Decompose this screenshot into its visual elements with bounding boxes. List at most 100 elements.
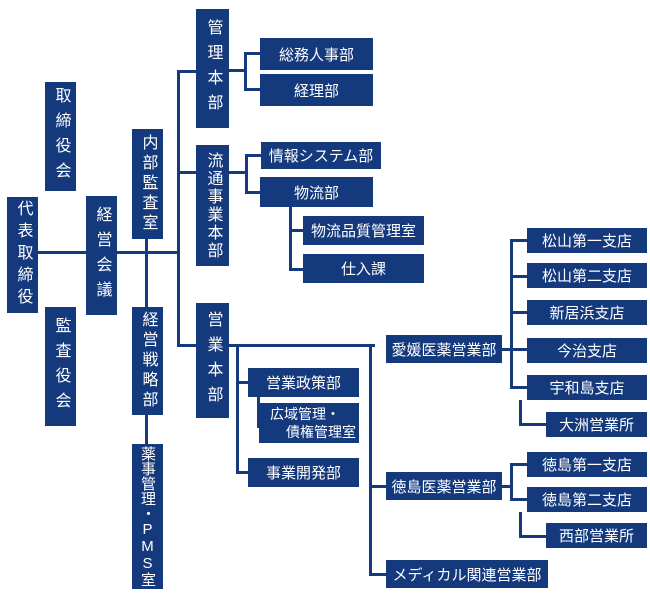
- node-matsuyama-1st-branch: 松山第一支店: [527, 228, 650, 257]
- node-accounting-dept: 経理部: [260, 74, 376, 110]
- node-label: 内部監査室: [139, 134, 157, 234]
- node-sales-policy-dept: 営業政策部: [248, 368, 362, 401]
- node-label: 仕入課: [340, 261, 386, 278]
- connector: [289, 268, 303, 271]
- node-label: 管理本部: [204, 18, 222, 119]
- node-label: 大洲営業所: [558, 417, 634, 434]
- connector: [244, 88, 260, 91]
- connector: [245, 154, 248, 194]
- node-label: 営業政策部: [265, 375, 341, 392]
- connector: [289, 207, 292, 271]
- node-management-meeting: 経営会議: [86, 196, 117, 315]
- node-label: 取締役会: [52, 86, 70, 187]
- connector: [519, 535, 546, 538]
- node-label: 徳島第一支店: [541, 457, 632, 474]
- connector: [369, 573, 386, 576]
- connector: [510, 275, 527, 278]
- node-label: 今治支店: [556, 343, 617, 360]
- node-label: 新居浜支店: [549, 305, 625, 322]
- node-label: 流通事業本部: [204, 151, 222, 260]
- node-seibu-sales-office: 西部営業所: [540, 523, 650, 552]
- connector: [117, 251, 180, 254]
- connector: [145, 239, 148, 307]
- node-label: 徳島医薬営業部: [391, 478, 497, 496]
- node-label: 総務人事部: [278, 46, 354, 64]
- node-info-systems-dept: 情報システム部: [251, 142, 389, 173]
- node-ozu-sales-office: 大洲営業所: [540, 412, 650, 441]
- node-imabari-branch: 今治支店: [527, 338, 650, 367]
- node-logistics-quality-office: 物流品質管理室: [290, 216, 440, 250]
- connector: [177, 344, 199, 347]
- node-board-of-directors: 取締役会: [45, 82, 76, 191]
- node-strategy-dept: 経営戦略部: [132, 307, 163, 415]
- connector: [245, 191, 260, 194]
- node-label: 情報システム部: [268, 148, 374, 165]
- node-logistics-dept: 物流部: [260, 177, 376, 211]
- connector: [369, 485, 386, 488]
- node-purchasing-section: 仕入課: [303, 254, 427, 287]
- connector: [236, 471, 248, 474]
- node-label: 松山第二支店: [541, 268, 632, 285]
- node-representative-director: 代表取締役: [7, 197, 38, 313]
- node-admin-headquarters: 管理本部: [196, 9, 229, 128]
- node-label: メディカル関連営業部: [392, 566, 542, 584]
- node-audit-board: 監査役会: [45, 307, 76, 426]
- node-label: 愛媛医薬営業部: [391, 341, 497, 359]
- node-label: 代表取締役: [14, 200, 32, 310]
- node-label: 経理部: [293, 82, 339, 100]
- node-distribution-headquarters: 流通事業本部: [196, 145, 229, 266]
- node-sales-headquarters: 営業本部: [196, 303, 229, 418]
- connector: [244, 52, 247, 91]
- node-general-affairs-hr-dept: 総務人事部: [260, 38, 376, 74]
- node-internal-audit-office: 内部監査室: [132, 129, 163, 239]
- node-label: 薬事管理・PMS室: [139, 446, 156, 587]
- connector: [145, 415, 148, 444]
- connector: [510, 348, 527, 351]
- node-niihama-branch: 新居浜支店: [527, 300, 650, 329]
- node-business-development-dept: 事業開発部: [248, 458, 362, 491]
- node-tokushima-2nd-branch: 徳島第二支店: [527, 487, 650, 516]
- connector: [244, 52, 260, 55]
- node-label: 松山第一支店: [541, 233, 632, 250]
- connector: [289, 229, 303, 232]
- node-label: 宇和島支店: [549, 380, 625, 397]
- connector: [177, 171, 199, 174]
- connector: [510, 463, 527, 466]
- connector: [510, 239, 527, 242]
- node-label: 広域管理・: [270, 406, 340, 422]
- node-medical-related-sales-dept: メディカル関連営業部: [366, 560, 570, 590]
- connector: [510, 239, 513, 389]
- connector: [177, 70, 180, 347]
- node-label: 営業本部: [204, 310, 222, 411]
- connector: [228, 69, 247, 72]
- connector: [502, 485, 513, 488]
- node-tokushima-1st-branch: 徳島第一支店: [527, 452, 650, 481]
- connector: [177, 70, 199, 73]
- connector: [510, 463, 513, 501]
- connector: [236, 381, 248, 384]
- node-label: 徳島第二支店: [541, 492, 632, 509]
- node-uwajima-branch: 宇和島支店: [527, 375, 650, 404]
- node-ehime-pharma-sales-dept: 愛媛医薬営業部: [372, 332, 513, 364]
- connector: [369, 344, 372, 576]
- node-wide-area-receivables-office: 広域管理・債権管理室: [247, 400, 370, 446]
- node-label: 物流品質管理室: [310, 223, 416, 240]
- node-label: 経営会議: [93, 205, 111, 306]
- connector: [245, 154, 261, 157]
- node-label: 経営戦略部: [139, 311, 157, 411]
- node-pharma-pms-office: 薬事管理・PMS室: [132, 434, 163, 600]
- node-tokushima-pharma-sales-dept: 徳島医薬営業部: [372, 469, 513, 501]
- node-label: 西部営業所: [558, 528, 634, 545]
- node-matsuyama-2nd-branch: 松山第二支店: [527, 263, 650, 292]
- connector: [228, 344, 375, 347]
- connector: [510, 311, 527, 314]
- connector: [502, 348, 513, 351]
- connector: [519, 423, 546, 426]
- connector: [510, 498, 527, 501]
- connector: [38, 251, 86, 254]
- connector: [510, 386, 527, 389]
- connector: [228, 171, 248, 174]
- node-label: 事業開発部: [265, 465, 341, 482]
- node-label: 監査役会: [52, 316, 70, 417]
